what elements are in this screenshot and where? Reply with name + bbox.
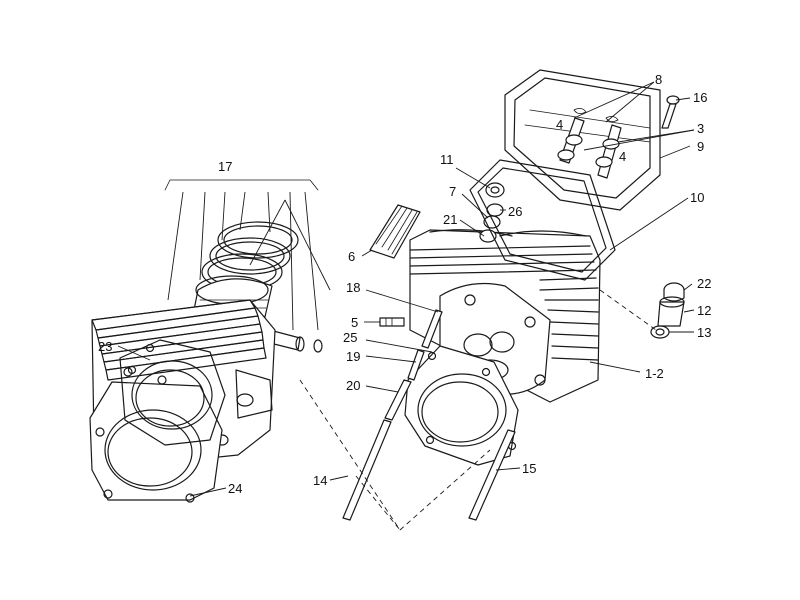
washer-13 bbox=[650, 325, 670, 339]
callout-21: 21 bbox=[443, 212, 457, 227]
callout-19: 19 bbox=[346, 349, 360, 364]
callout-10: 10 bbox=[690, 190, 704, 205]
valve-cover-group bbox=[469, 69, 680, 281]
long-stud-15 bbox=[468, 429, 516, 521]
leader-lines bbox=[117, 81, 695, 531]
callout-7: 7 bbox=[449, 184, 456, 199]
callout-13: 13 bbox=[697, 325, 711, 340]
callout-24: 24 bbox=[228, 481, 242, 496]
right-small-parts bbox=[650, 282, 685, 339]
nut-11 bbox=[485, 182, 505, 198]
bolt-16 bbox=[661, 95, 680, 129]
callout-25: 25 bbox=[343, 330, 357, 345]
rocker-shaft-4 bbox=[595, 124, 622, 179]
callout-6: 6 bbox=[348, 249, 355, 264]
callout-20: 20 bbox=[346, 378, 360, 393]
springs-8 bbox=[573, 108, 619, 122]
callout-18: 18 bbox=[346, 280, 360, 295]
stud-19 bbox=[407, 349, 425, 381]
callout-4b: 4 bbox=[619, 149, 626, 164]
callout-9: 9 bbox=[697, 139, 704, 154]
sleeve-12 bbox=[657, 296, 685, 327]
callout-12: 12 bbox=[697, 303, 711, 318]
callout-3: 3 bbox=[697, 121, 704, 136]
callout-16: 16 bbox=[693, 90, 707, 105]
bracket-17 bbox=[164, 179, 319, 191]
head-gasket bbox=[404, 345, 519, 466]
callout-4a: 4 bbox=[556, 117, 563, 132]
stud-20 bbox=[384, 379, 412, 421]
stud-18 bbox=[421, 309, 443, 349]
left-cylinder-group bbox=[89, 179, 331, 503]
callout-14: 14 bbox=[313, 473, 327, 488]
callout-5: 5 bbox=[351, 315, 358, 330]
cover-gasket-10 bbox=[469, 159, 616, 281]
callout-1-2: 1-2 bbox=[645, 366, 664, 381]
cylinder-head-group bbox=[342, 182, 601, 521]
bolt-5 bbox=[379, 317, 405, 327]
callout-8: 8 bbox=[655, 72, 662, 87]
callout-26: 26 bbox=[508, 204, 522, 219]
callout-11: 11 bbox=[440, 152, 454, 167]
callout-labels: 1-2 3 4 4 5 6 7 8 9 10 11 12 13 14 15 16… bbox=[98, 72, 711, 496]
callout-15: 15 bbox=[522, 461, 536, 476]
rocker-shaft-3 bbox=[557, 117, 585, 164]
callout-23: 23 bbox=[98, 339, 112, 354]
left-cylinder-gasket bbox=[89, 367, 223, 503]
callout-22: 22 bbox=[697, 276, 711, 291]
left-head-gasket bbox=[119, 339, 226, 446]
callout-17: 17 bbox=[218, 159, 232, 174]
long-stud-14 bbox=[342, 419, 392, 521]
filter-element-6 bbox=[369, 204, 421, 259]
